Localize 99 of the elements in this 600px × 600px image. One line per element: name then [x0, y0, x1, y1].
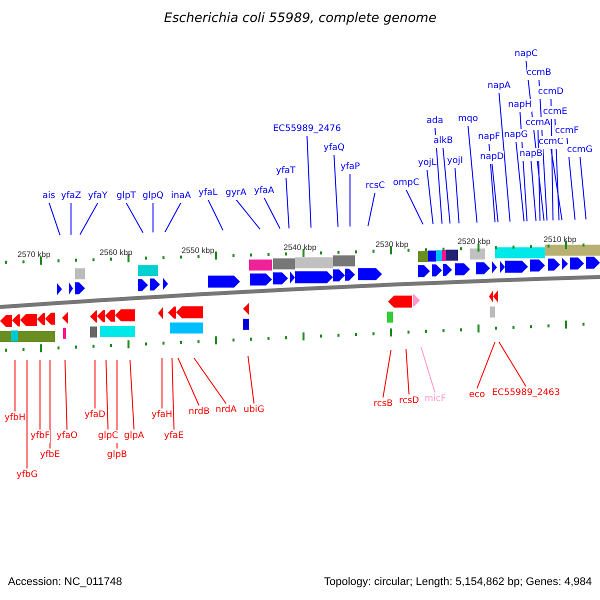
gene-label: napD [480, 150, 504, 164]
leader-line [264, 197, 280, 230]
gene-label: yfaE [164, 430, 184, 442]
gene-label: yfaO [56, 430, 78, 442]
gene-label: ompC [393, 176, 420, 190]
leader-line [172, 358, 174, 430]
leader-line [130, 360, 134, 430]
leader-line [538, 129, 540, 222]
gene-label: glpB [107, 448, 128, 462]
gene-label: yfaQ [324, 142, 345, 154]
leader-line [580, 156, 586, 220]
gene-label: yfbH [4, 412, 26, 424]
gene-label: alkB [434, 134, 453, 148]
leader-line [454, 167, 460, 224]
scale-label: 2520 kbp [458, 236, 490, 248]
leader-line [14, 360, 16, 412]
gene-label: napB [520, 148, 543, 160]
gene-label: yfaD [84, 408, 106, 422]
gene-label: yfaP [340, 160, 360, 174]
leader-line [48, 202, 60, 236]
leader-line [530, 160, 536, 222]
gene-label: EC55989_2463 [492, 386, 560, 400]
gene-label: yfaA [254, 184, 274, 198]
gene-label: yojI [447, 154, 463, 168]
leader-line [368, 192, 376, 226]
leader-line [550, 148, 562, 221]
leader-line [286, 177, 290, 229]
leader-line [476, 342, 496, 389]
gene-label: gyrA [226, 186, 246, 200]
gene-label: ccmG [567, 144, 593, 156]
leader-line [164, 202, 182, 233]
leader-line [306, 135, 312, 228]
leader-line [178, 358, 200, 406]
gene-label: glpQ [142, 190, 164, 202]
leader-line [492, 163, 498, 223]
gene-label: ccmF [555, 124, 579, 138]
scale-label: 2550 kbp [182, 244, 214, 257]
gene-label: ais [42, 190, 56, 202]
leader-line [434, 127, 442, 224]
leader-line [70, 202, 72, 236]
footer-text: Accession: NC_011748 [8, 576, 122, 588]
leader-line [236, 199, 260, 230]
gene-label: napG [504, 128, 528, 142]
gene-label: yfaH [152, 408, 172, 422]
leader-line [498, 92, 510, 222]
gene-label: yfaY [88, 190, 108, 202]
scale-label: 2530 kbp [376, 238, 408, 251]
leader-line [208, 199, 224, 231]
footer-text: Topology: circular; Length: 5,154,862 bp; Genes: 4,984 [324, 576, 592, 588]
gene-label: yfbF [30, 430, 50, 442]
leader-line [248, 356, 254, 404]
leader-line [382, 350, 392, 398]
scale-label: 2570 kbp [18, 249, 50, 262]
leader-line [106, 360, 108, 430]
leader-line [442, 147, 450, 224]
leader-line [116, 360, 118, 449]
leader-line [80, 202, 98, 236]
gene-label: yfaZ [61, 190, 82, 202]
leader-line [498, 342, 526, 387]
gene-label: yfbE [40, 448, 60, 462]
gene-label: napC [514, 48, 538, 60]
leader-line [420, 346, 436, 393]
gene-label: yojL [418, 156, 436, 170]
leader-line [126, 202, 144, 234]
leader-line [468, 125, 478, 224]
leader-line [26, 360, 28, 469]
gene-label: glpA [124, 430, 144, 442]
gene-label: rcsC [366, 180, 385, 192]
gene-label: yfaT [276, 164, 296, 178]
gene-label: ccmD [538, 86, 564, 98]
gene-label: ccmE [543, 106, 568, 118]
leader-line [194, 358, 226, 404]
leader-line [426, 169, 434, 224]
gene-label: yfbG [16, 468, 38, 482]
scale-label: 2560 kbp [100, 247, 132, 260]
gene-label: napH [508, 98, 532, 112]
leader-line [406, 348, 410, 395]
leader-line [554, 118, 560, 221]
gene-label: EC55989_2476 [273, 122, 342, 136]
leader-line [520, 111, 528, 222]
gene-label: glpC [98, 430, 118, 442]
gene-label: napF [478, 130, 500, 144]
leader-line [64, 360, 68, 430]
leader-line [488, 143, 496, 223]
scale-label: 2510 kbp [544, 234, 576, 246]
scale-label: 2540 kbp [284, 242, 316, 254]
leader-line [406, 189, 424, 225]
gene-label: glpT [116, 190, 136, 202]
gene-label: yfaL [198, 186, 218, 200]
map-title: Escherichia coli 55989, complete genome [164, 12, 436, 24]
gene-label: ccmB [526, 66, 552, 80]
gene-label: napA [488, 80, 511, 92]
gene-label: ccmC [538, 136, 564, 148]
gene-label: ccmA [526, 116, 550, 130]
leader-line [516, 141, 524, 222]
leader-line [152, 202, 154, 233]
leader-line [94, 360, 96, 409]
leader-line [334, 154, 338, 228]
gene-label: inaA [171, 190, 191, 202]
